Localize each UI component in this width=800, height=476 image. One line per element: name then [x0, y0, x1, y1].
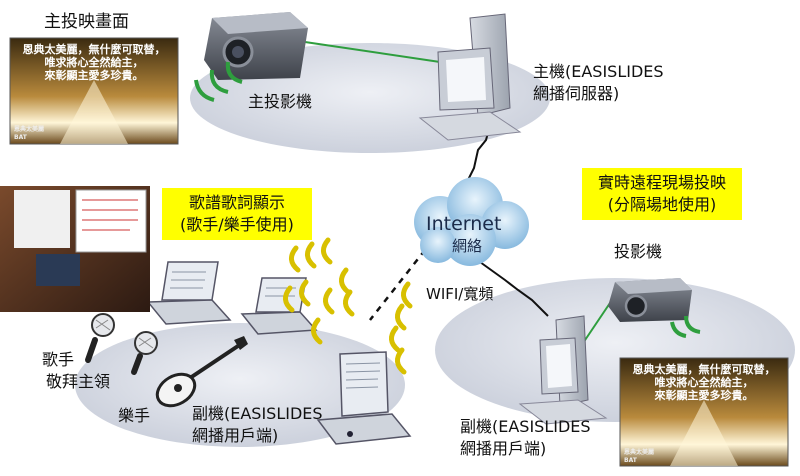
lyrics-box-line2: (歌手/樂手使用) — [180, 215, 294, 234]
remote-client-computer-icon — [518, 315, 608, 425]
host-label-line1: 主機(EASISLIDES — [533, 62, 664, 81]
musician-label: 樂手 — [118, 406, 151, 425]
link-main-projector-host — [304, 41, 441, 63]
stage-zone-ellipse — [75, 323, 405, 447]
remote-box-line1: 實時遠程現場投映 — [597, 173, 726, 192]
remote-slide-line2: 唯求將心全然給主， — [654, 376, 754, 389]
worship-leader-label: 敬拜主領 — [46, 372, 111, 391]
wifi-label: WIFI/寬頻 — [426, 285, 494, 303]
main-slide-footer1: 恩典太美麗 — [14, 126, 45, 133]
link-internet-remote — [479, 261, 549, 317]
client-left-label-line2: 網播用戶端) — [192, 426, 279, 445]
main-slide-footer2: BAT — [14, 134, 27, 141]
microphone-icon-1 — [85, 313, 115, 363]
remote-slide-line3: 來彰顯主愛多珍貴。 — [654, 389, 754, 402]
host-label-line2: 網播伺服器) — [533, 84, 620, 103]
remote-slide-footer2: BAT — [624, 457, 637, 464]
remote-projector-label: 投影機 — [614, 242, 663, 261]
main-projection-screen — [9, 37, 179, 145]
microphone-icon-2 — [131, 331, 158, 375]
internet-cloud-icon — [414, 177, 529, 266]
main-screen-title: 主投映畫面 — [44, 12, 129, 32]
singer-label: 歌手 — [42, 350, 75, 369]
client-right-label-line1: 副機(EASISLIDES — [460, 417, 591, 436]
client-right-label-line2: 網播用戶端) — [460, 439, 547, 458]
internet-label: Internet — [426, 213, 502, 235]
wifi-wave-icons — [283, 237, 413, 375]
performer-photo — [0, 186, 150, 312]
guitar-icon — [155, 336, 248, 408]
main-slide-line3: 來彰顯主愛多珍貴。 — [44, 69, 144, 82]
remote-projection-box: 實時遠程現場投映 (分隔場地使用) — [582, 168, 742, 220]
client-computer-icon — [316, 351, 412, 445]
lyrics-display-box: 歌譜歌詞顯示 (歌手/樂手使用) — [162, 188, 312, 240]
main-slide-line2: 唯求將心全然給主， — [44, 56, 144, 69]
remote-slide-footer1: 恩典太美麗 — [624, 449, 655, 456]
client-left-label-line1: 副機(EASISLIDES — [192, 404, 323, 423]
remote-projection-screen — [619, 357, 789, 467]
main-slide-line1: 恩典太美麗，無什麼可取替， — [22, 43, 166, 56]
lyrics-box-line1: 歌譜歌詞顯示 — [188, 193, 285, 212]
laptop-icon-1 — [146, 261, 232, 325]
remote-box-line2: (分隔場地使用) — [607, 195, 717, 214]
main-projector-beam-icon — [194, 61, 243, 102]
network-label: 網絡 — [452, 237, 483, 255]
main-projector-label: 主投影機 — [248, 92, 313, 111]
main-projector-icon — [204, 12, 308, 80]
remote-projector-icon — [608, 278, 692, 322]
remote-projector-beam-icon — [670, 315, 701, 338]
remote-slide-line1: 恩典太美麗，無什麼可取替， — [632, 363, 776, 376]
host-computer-icon — [418, 13, 522, 141]
link-internet-wifi — [369, 249, 426, 321]
laptop-icon-2 — [240, 277, 318, 335]
